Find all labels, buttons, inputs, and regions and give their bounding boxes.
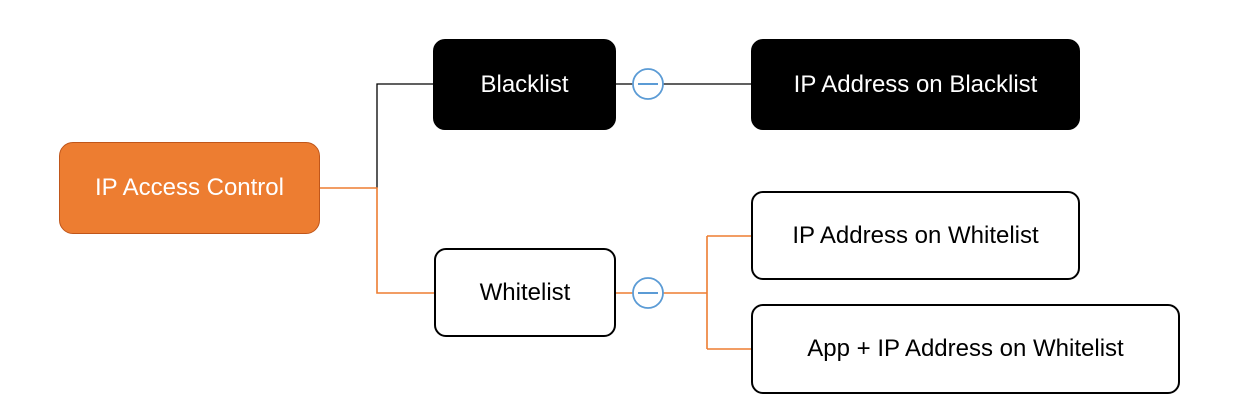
whitelist-node[interactable]: Whitelist	[434, 248, 616, 337]
app-ip-whitelist-node-label: App + IP Address on Whitelist	[807, 335, 1124, 362]
minus-circle-icon[interactable]	[632, 277, 664, 309]
connector-root-whitelist	[320, 187, 434, 294]
ip-whitelist-node-label: IP Address on Whitelist	[792, 221, 1039, 249]
root-node-label: IP Access Control	[95, 174, 284, 201]
ip-whitelist-node[interactable]: IP Address on Whitelist	[751, 191, 1080, 280]
minus-circle-icon[interactable]	[632, 68, 664, 100]
whitelist-node-label: Whitelist	[479, 278, 571, 306]
blacklist-node-label: Blacklist	[480, 70, 569, 98]
app-ip-whitelist-node[interactable]: App + IP Address on Whitelist	[751, 304, 1180, 394]
connector-root-blacklist	[376, 83, 433, 188]
blacklist-node[interactable]: Blacklist	[433, 39, 616, 130]
ip-blacklist-node[interactable]: IP Address on Blacklist	[751, 39, 1080, 130]
ip-blacklist-node-label: IP Address on Blacklist	[793, 70, 1038, 98]
root-node[interactable]: IP Access Control	[59, 142, 320, 234]
